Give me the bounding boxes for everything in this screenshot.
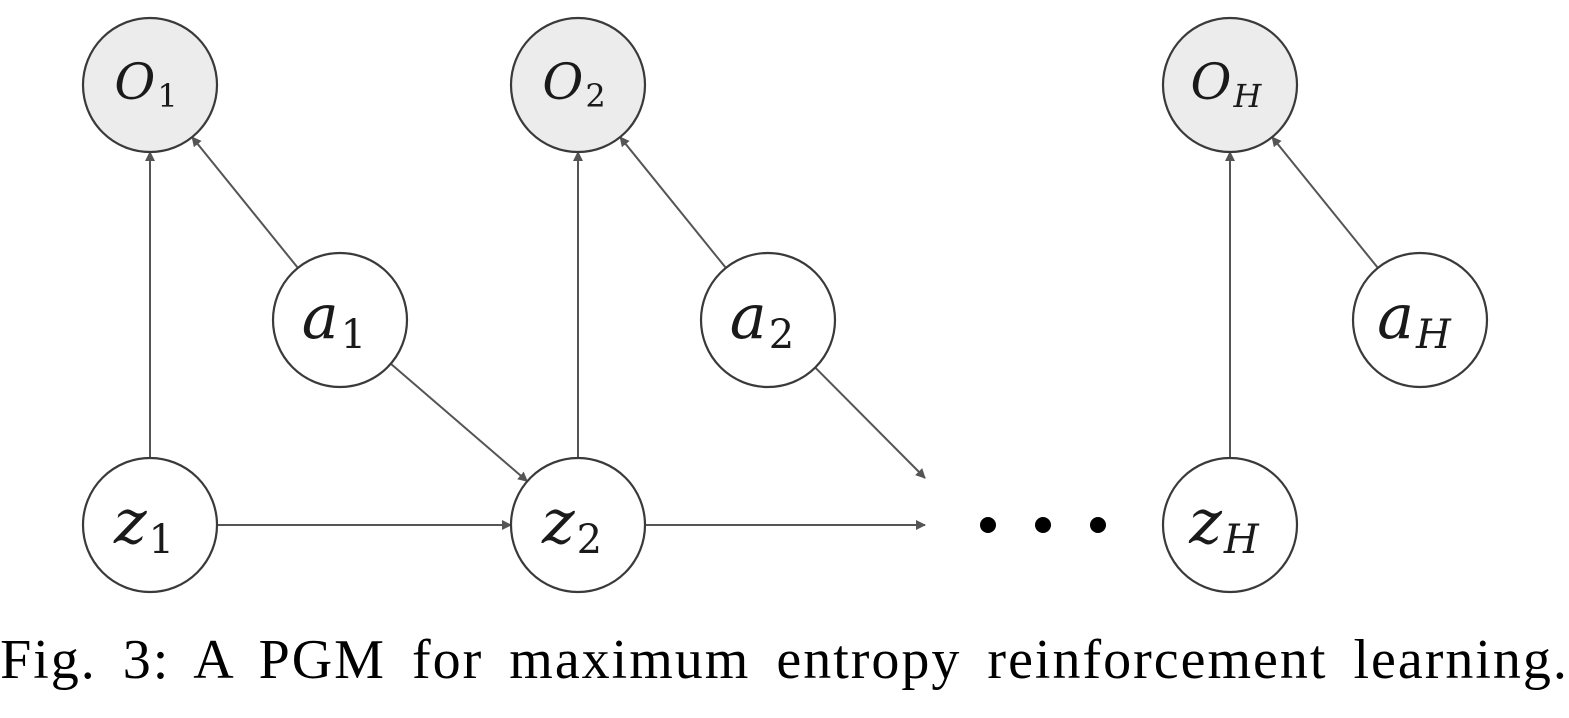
node-O1: O1 [81, 16, 219, 154]
figure-caption: Fig. 3: A PGM for maximum entropy reinfo… [0, 629, 1569, 691]
node-OH: OH [1161, 16, 1299, 154]
node-a1: a1 [271, 251, 409, 389]
node-label: a1 [302, 280, 366, 358]
node-aH: aH [1351, 251, 1489, 389]
node-circle [271, 251, 409, 389]
nodes: O1 O2 OH a1 a2 aH z1 z2 zH [81, 16, 1489, 594]
node-z2: z2 [509, 456, 647, 594]
node-z1: z1 [81, 456, 219, 594]
node-label: z1 [113, 485, 174, 563]
node-circle [509, 16, 647, 154]
node-O2: O2 [509, 16, 647, 154]
pgm-diagram: O1 O2 OH a1 a2 aH z1 z2 zH [81, 16, 1489, 594]
node-zH: zH [1161, 456, 1299, 594]
node-label: aH [1377, 280, 1452, 358]
node-label: zH [1188, 485, 1260, 563]
node-label: z2 [541, 485, 602, 563]
node-label: O2 [542, 53, 605, 115]
node-circle [699, 251, 837, 389]
node-label: OH [1191, 53, 1263, 115]
node-a2: a2 [699, 251, 837, 389]
ellipsis [980, 517, 1106, 533]
ellipsis-dot-1 [980, 517, 996, 533]
node-circle [1161, 456, 1299, 594]
ellipsis-dot-2 [1035, 517, 1051, 533]
node-circle [81, 456, 219, 594]
edge-a2-to-O2 [619, 136, 727, 269]
node-circle [81, 16, 219, 154]
node-label: O1 [114, 53, 177, 115]
node-circle [1351, 251, 1489, 389]
edge-a1-to-O1 [191, 136, 299, 269]
edge-a1-to-z2 [390, 362, 528, 483]
node-label: a2 [730, 280, 794, 358]
edge-aH-to-OH [1271, 136, 1379, 269]
ellipsis-dot-3 [1090, 517, 1106, 533]
edge-a2-to-ellipsis [814, 366, 926, 479]
node-circle [1161, 16, 1299, 154]
edges [145, 136, 1379, 530]
node-circle [509, 456, 647, 594]
